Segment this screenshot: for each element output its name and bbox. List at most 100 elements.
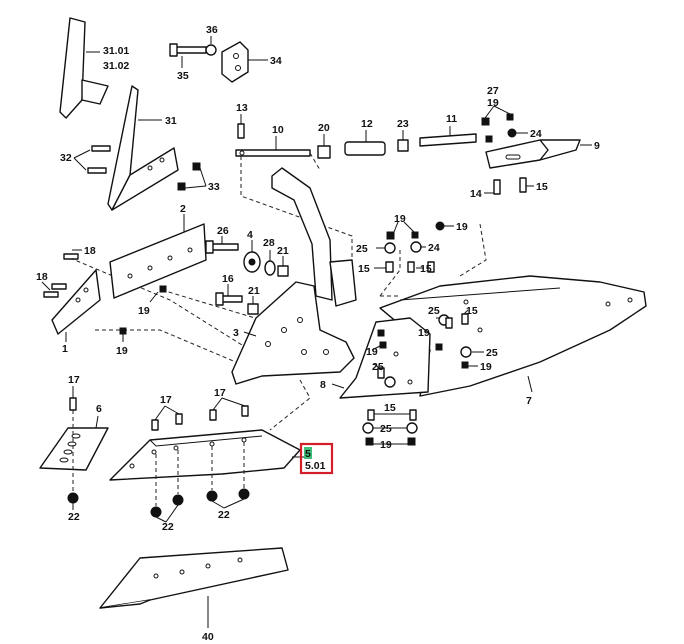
part-21-nut-lower[interactable] — [247, 296, 259, 315]
label-19-heel: 19 — [116, 345, 128, 357]
part-16-bolt[interactable] — [215, 284, 243, 306]
label-6: 6 — [96, 403, 102, 415]
label-22-left: 22 — [68, 511, 80, 523]
label-34: 34 — [270, 55, 282, 67]
part-17-bolts-share[interactable] — [151, 397, 249, 431]
label-26: 26 — [217, 225, 229, 237]
label-25-mb-a: 25 — [428, 305, 440, 317]
part-18-bolt-lower[interactable] — [41, 281, 67, 298]
label-31: 31 — [165, 115, 177, 127]
label-16: 16 — [222, 273, 234, 285]
part-11-rod[interactable] — [419, 126, 477, 147]
label-20: 20 — [318, 122, 330, 134]
part-9-arm[interactable] — [485, 139, 592, 169]
label-25-shin: 25 — [372, 361, 384, 373]
label-19-ur-b: 19 — [456, 221, 468, 233]
fasteners-upper-right[interactable] — [374, 221, 454, 273]
part-26-bolt[interactable] — [205, 236, 239, 254]
part-18-bolt-upper[interactable] — [63, 249, 82, 260]
part-19-nut-left[interactable] — [149, 285, 167, 303]
label-40: 40 — [202, 631, 214, 643]
label-15-share: 15 — [384, 402, 396, 414]
label-2: 2 — [180, 203, 186, 215]
label-31-01: 31.01 — [103, 45, 129, 57]
label-27: 27 — [487, 85, 499, 97]
part-24-washer[interactable] — [507, 128, 528, 138]
highlight-callout-part-5[interactable] — [299, 442, 334, 475]
part-23-nut[interactable] — [397, 130, 409, 152]
part-35-bolt[interactable] — [169, 43, 207, 68]
label-13: 13 — [236, 102, 248, 114]
label-25-ur: 25 — [356, 243, 368, 255]
part-21-nut-upper[interactable] — [277, 256, 289, 277]
part-13-bolt[interactable] — [237, 114, 245, 139]
part-12-sleeve[interactable] — [344, 130, 386, 156]
label-19-ur-a: 19 — [394, 213, 406, 225]
label-18-lower: 18 — [36, 271, 48, 283]
label-19-left: 19 — [138, 305, 150, 317]
label-11: 11 — [446, 113, 457, 125]
part-5-share[interactable] — [109, 429, 304, 481]
label-24-ur: 24 — [428, 242, 440, 254]
part-19-nut-heel[interactable] — [119, 327, 127, 342]
part-31-point[interactable] — [107, 85, 179, 211]
label-5: 5 — [305, 448, 311, 460]
part-36-washer[interactable] — [205, 36, 217, 56]
label-35: 35 — [177, 70, 189, 82]
label-22-share-a: 22 — [162, 521, 174, 533]
part-8-shin[interactable] — [331, 317, 431, 399]
label-8: 8 — [320, 379, 326, 391]
part-31-01-point[interactable] — [59, 17, 109, 119]
label-15-mb: 15 — [466, 305, 478, 317]
label-19-shin: 19 — [366, 346, 378, 358]
label-3: 3 — [233, 327, 239, 339]
label-21-upper: 21 — [277, 245, 289, 257]
label-15-top: 15 — [536, 181, 548, 193]
label-22-share-b: 22 — [218, 509, 230, 521]
label-32: 32 — [60, 152, 72, 164]
label-19-top: 19 — [487, 97, 499, 109]
label-14: 14 — [470, 188, 482, 200]
part-22-nut-left[interactable] — [67, 492, 79, 510]
label-17-share-a: 17 — [160, 394, 172, 406]
part-17-bolt-left[interactable] — [69, 386, 77, 411]
label-19-share: 19 — [380, 439, 392, 451]
part-3-frog-standard[interactable] — [231, 167, 357, 385]
label-9: 9 — [594, 140, 600, 152]
share-guide-lines — [72, 410, 245, 506]
label-25-share: 25 — [380, 423, 392, 435]
fasteners-shin[interactable] — [371, 341, 396, 388]
label-19-mb-a: 19 — [418, 327, 430, 339]
label-24-top: 24 — [530, 128, 542, 140]
label-1: 1 — [62, 343, 68, 355]
part-32-bolts[interactable] — [73, 145, 111, 174]
label-17-share-b: 17 — [214, 387, 226, 399]
label-19-mb-b: 19 — [480, 361, 492, 373]
part-34-bracket[interactable] — [221, 41, 268, 83]
label-7: 7 — [526, 395, 532, 407]
part-2-landside[interactable] — [109, 214, 207, 299]
part-4-washer[interactable] — [243, 240, 261, 273]
part-28-washer[interactable] — [264, 250, 276, 276]
label-5-01: 5.01 — [305, 460, 326, 472]
part-27-19-fasteners[interactable] — [481, 105, 514, 143]
label-17-left: 17 — [68, 374, 80, 386]
fasteners-share-right[interactable] — [362, 409, 418, 446]
part-22-nuts-share[interactable] — [150, 488, 250, 523]
part-14-bolt[interactable] — [484, 179, 501, 195]
label-10: 10 — [272, 124, 284, 136]
part-6-point[interactable] — [39, 415, 109, 471]
label-15-ur-a: 15 — [358, 263, 370, 275]
part-15-bolt-top[interactable] — [519, 177, 534, 193]
part-10-rod[interactable] — [235, 136, 311, 157]
label-18-upper: 18 — [84, 245, 96, 257]
fasteners-mouldboard[interactable] — [377, 309, 484, 369]
part-20-nut[interactable] — [317, 134, 331, 159]
part-1-heel[interactable] — [51, 269, 101, 342]
label-31-02: 31.02 — [103, 60, 129, 72]
label-36: 36 — [206, 24, 218, 36]
part-40-plate[interactable] — [99, 547, 289, 628]
part-33-nuts[interactable] — [177, 162, 207, 191]
label-12: 12 — [361, 118, 373, 130]
